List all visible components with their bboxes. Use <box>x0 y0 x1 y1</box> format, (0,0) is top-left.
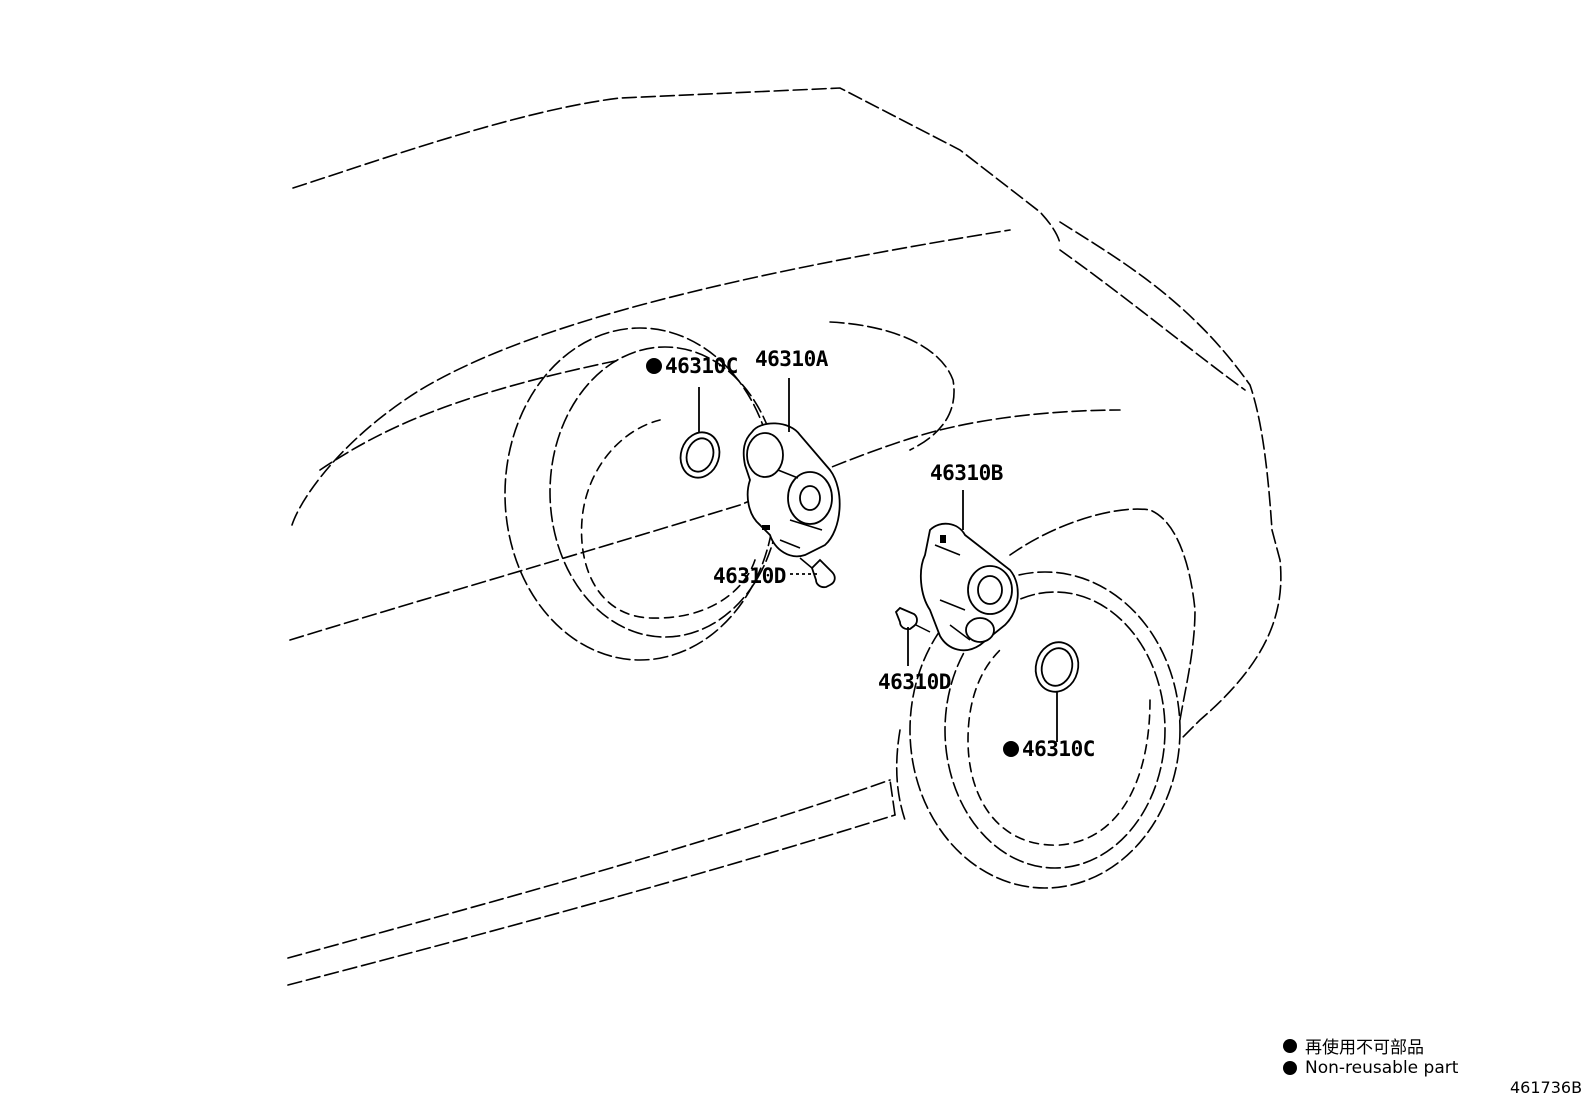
non-reusable-marker-left <box>646 358 662 374</box>
legend-entry-en: Non-reusable part <box>1283 1058 1458 1078</box>
legend-label-en: Non-reusable part <box>1305 1058 1459 1078</box>
callout-46310c-right: 46310C <box>1022 737 1095 761</box>
non-reusable-bullet-icon <box>1283 1061 1297 1075</box>
leader-lines <box>698 378 1058 742</box>
left-gasket-ring <box>679 431 721 479</box>
vehicle-outline <box>287 87 1282 986</box>
legend-label-ja: 再使用不可部品 <box>1305 1038 1424 1058</box>
right-gasket-ring <box>1034 641 1080 693</box>
diagram-code: 461736B <box>1510 1078 1583 1097</box>
right-wheel <box>895 508 1196 889</box>
callout-46310c-left: 46310C <box>665 354 738 378</box>
callout-46310d-left: 46310D <box>713 564 786 588</box>
callout-46310d-right: 46310D <box>878 670 951 694</box>
legend-entry-ja: 再使用不可部品 <box>1283 1033 1424 1058</box>
right-actuator <box>919 522 1019 652</box>
left-actuator <box>742 422 841 558</box>
non-reusable-marker-right <box>1003 741 1019 757</box>
callout-labels: 46310C 46310A 46310B 46310D 46310D 46310… <box>646 347 1095 761</box>
callout-46310a: 46310A <box>755 347 829 371</box>
left-bolt <box>799 557 836 589</box>
non-reusable-bullet-icon <box>1283 1038 1297 1053</box>
right-bolt <box>894 606 931 633</box>
callout-46310b: 46310B <box>930 461 1003 485</box>
